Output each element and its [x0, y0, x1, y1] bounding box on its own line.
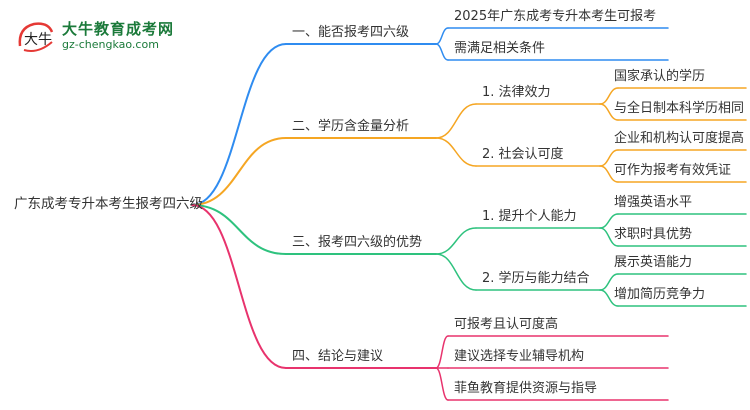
- root-connector: [191, 204, 287, 255]
- sub-node: 1. 提升个人能力: [482, 209, 577, 224]
- sub-node: 2. 社会认可度: [482, 147, 564, 162]
- leaf-node: 增加简历竞争力: [614, 287, 706, 302]
- leaf-node: 需满足相关条件: [454, 41, 546, 56]
- sub-node: 2. 学历与能力结合: [482, 271, 590, 286]
- leaf-connector: [435, 43, 449, 61]
- branch-node-2: 二、学历含金量分析: [292, 119, 410, 134]
- branch-node-1: 一、能否报考四六级: [292, 25, 410, 40]
- logo-mark-icon: 大牛: [18, 22, 54, 52]
- root-connector: [191, 43, 287, 206]
- logo-name: 大牛教育成考网: [62, 20, 175, 38]
- leaf-connector: [599, 103, 619, 121]
- sub-node: 1. 法律效力: [482, 85, 551, 100]
- branch-node-4: 四、结论与建议: [292, 349, 384, 364]
- leaf-connector: [435, 27, 449, 45]
- leaf-node: 与全日制本科学历相同: [614, 101, 745, 116]
- leaf-node: 求职时具优势: [614, 227, 693, 242]
- leaf-connector: [599, 213, 619, 229]
- logo-url: gz-chengkao.com: [62, 38, 159, 51]
- leaf-node: 国家承认的学历: [614, 69, 706, 84]
- leaf-connector: [435, 367, 449, 401]
- leaf-node: 可作为报考有效凭证: [614, 163, 732, 178]
- leaf-node: 菲鱼教育提供资源与指导: [454, 381, 598, 396]
- leaf-connector: [435, 335, 449, 369]
- leaf-node: 增强英语水平: [614, 195, 693, 210]
- leaf-connector: [599, 165, 619, 183]
- sub-connector: [435, 103, 477, 139]
- leaf-node: 2025年广东成考专升本考生可报考: [454, 9, 657, 24]
- branch-node-3: 三、报考四六级的优势: [292, 235, 423, 250]
- leaf-connector: [599, 227, 619, 247]
- sub-connector: [435, 253, 477, 291]
- logo-mark-text: 大牛: [24, 32, 52, 48]
- sub-connector: [435, 227, 477, 255]
- root-connector: [191, 137, 287, 206]
- leaf-node: 展示英语能力: [614, 255, 693, 270]
- leaf-node: 可报考且认可度高: [454, 317, 559, 332]
- leaf-node: 建议选择专业辅导机构: [454, 349, 585, 364]
- root-node: 广东成考专升本考生报考四六级: [14, 196, 203, 212]
- site-logo[interactable]: 大牛 大牛教育成考网 gz-chengkao.com: [14, 16, 214, 56]
- root-connector: [191, 204, 287, 369]
- leaf-node: 企业和机构认可度提高: [614, 131, 745, 146]
- leaf-connector: [599, 289, 619, 307]
- sub-connector: [435, 137, 477, 167]
